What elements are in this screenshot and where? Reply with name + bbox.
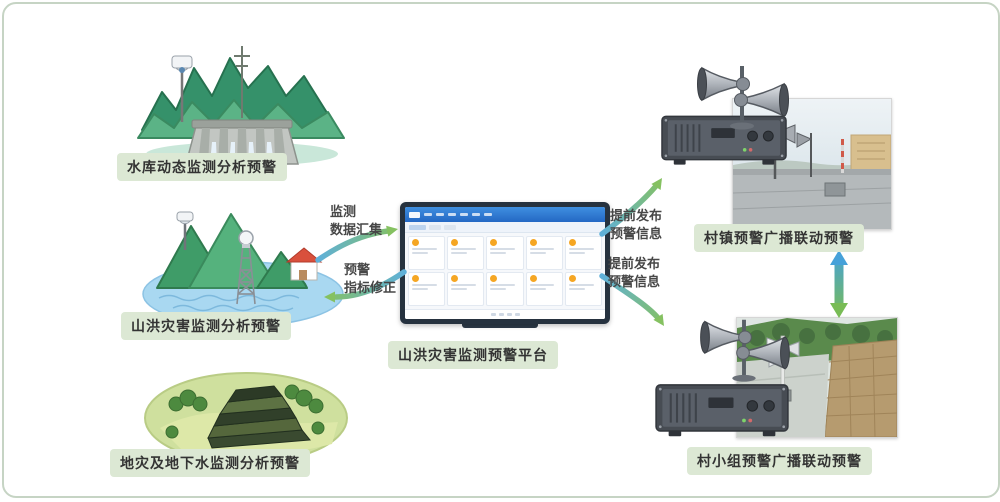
- camera-icon: [176, 211, 194, 250]
- station-card: [525, 272, 563, 306]
- platform-screen-toolbar: [405, 222, 605, 233]
- warning-dot-icon: [568, 275, 576, 282]
- terraced-outcrop: [207, 385, 311, 449]
- reservoir-illustration: [136, 30, 348, 174]
- trees: [165, 384, 325, 439]
- platform-screen-header: [405, 207, 605, 222]
- station-card: [447, 236, 485, 270]
- group-broadcast-label: 村小组预警广播联动预警: [687, 447, 872, 475]
- dome-camera-icon: [238, 230, 254, 246]
- horn-speaker-icon: [688, 56, 796, 140]
- station-card: [486, 272, 524, 306]
- arrow-town-group-link: [830, 250, 848, 318]
- platform-label: 山洪灾害监测预警平台: [388, 341, 558, 369]
- town-broadcast-label: 村镇预警广播联动预警: [694, 224, 864, 252]
- app-logo-icon: [409, 211, 420, 218]
- warning-dot-icon: [529, 239, 537, 246]
- warning-dot-icon: [412, 239, 419, 246]
- station-card: [486, 236, 524, 270]
- station-card: [408, 236, 446, 270]
- station-card: [408, 272, 446, 306]
- flow-publish-top-label: 提前发布 预警信息: [610, 209, 663, 242]
- horn-speaker-icon: [690, 310, 798, 392]
- platform-screen: [405, 207, 605, 319]
- warning-dot-icon: [412, 275, 419, 282]
- platform-screen-body: [405, 233, 605, 309]
- geo-label: 地灾及地下水监测分析预警: [110, 449, 310, 477]
- broadcast-rack-device: [660, 110, 788, 172]
- antenna-mast: [234, 46, 250, 118]
- mountain-front: [137, 99, 345, 139]
- monitor-stand-base: [462, 321, 538, 328]
- station-card: [525, 236, 563, 270]
- town-rooftop-photo: [732, 98, 892, 230]
- flood-monitoring-illustration: [139, 204, 351, 334]
- warning-dot-icon: [490, 275, 498, 282]
- lattice-tower: [236, 243, 256, 305]
- house: [285, 247, 323, 281]
- station-card: [564, 236, 602, 270]
- warning-dot-icon: [568, 239, 576, 246]
- platform-monitor: [400, 202, 610, 324]
- station-card: [564, 272, 602, 306]
- warning-dot-icon: [490, 239, 498, 246]
- station-card: [447, 272, 485, 306]
- platform-screen-pagination: [405, 309, 605, 319]
- geo-monitoring-illustration: [142, 366, 350, 470]
- camera-icon: [171, 55, 193, 122]
- broadcast-rack-device: [654, 378, 790, 444]
- warning-dot-icon: [529, 275, 537, 282]
- warning-dot-icon: [451, 275, 459, 282]
- warning-dot-icon: [451, 239, 459, 246]
- reservoir-label: 水库动态监测分析预警: [117, 153, 287, 181]
- flow-revise-label: 预警 指标修正: [344, 263, 397, 296]
- flood-label: 山洪灾害监测分析预警: [121, 312, 291, 340]
- striped-mast: [841, 139, 844, 173]
- flow-collect-label: 监测 数据汇集: [330, 205, 383, 238]
- flow-publish-bottom-label: 提前发布 预警信息: [608, 257, 661, 290]
